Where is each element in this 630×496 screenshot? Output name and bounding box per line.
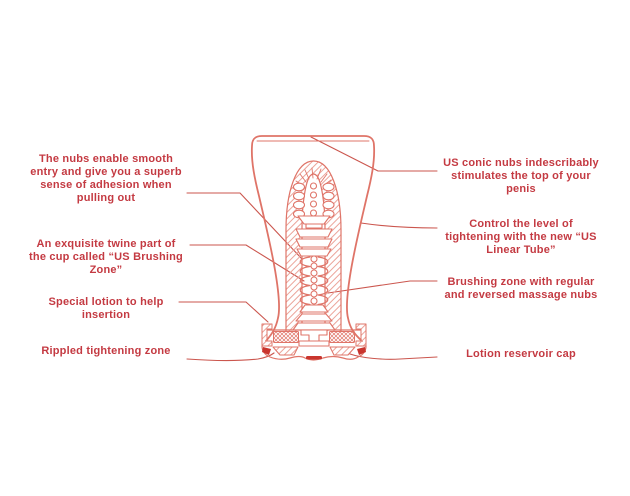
leader-line-us-conic-nubs xyxy=(310,136,438,172)
label-us-brushing-zone: An exquisite twine part of the cup calle… xyxy=(29,238,183,276)
leader-line-us-brushing-zone xyxy=(189,244,305,282)
cap-seal-center xyxy=(306,356,322,360)
cap-seal-left xyxy=(262,347,271,355)
sleeve-outer-outline xyxy=(285,160,342,332)
cap-center-flange xyxy=(298,340,330,347)
outer-cup-outline xyxy=(250,135,376,342)
outer-cup xyxy=(250,135,376,342)
label-lotion-reservoir-cap: Lotion reservoir cap xyxy=(466,348,576,360)
sleeve-channel-outline xyxy=(301,173,326,332)
leader-line-nubs-adhesion xyxy=(186,192,303,260)
leader-line-special-lotion xyxy=(178,301,269,323)
label-special-lotion: Special lotion to help insertion xyxy=(48,296,164,321)
cap-center-spool xyxy=(300,329,328,342)
lotion-reservoir-cap-assembly xyxy=(261,323,367,361)
label-us-conic-nubs: US conic nubs indescribably stimulates t… xyxy=(443,157,599,195)
cap-left-bracket xyxy=(261,323,273,347)
label-rippled-tightening-zone: Rippled tightening zone xyxy=(41,345,171,357)
inner-sleeve xyxy=(285,160,342,332)
leader-lines xyxy=(178,136,438,362)
cap-bottom-outline xyxy=(261,345,367,361)
cap-wedge-left xyxy=(272,346,299,356)
upper-bellows-discs xyxy=(295,215,333,257)
label-nubs-adhesion: The nubs enable smooth entry and give yo… xyxy=(30,153,182,204)
leader-line-brushing-zone xyxy=(327,280,438,294)
cap-crosshatch-left xyxy=(273,331,299,343)
label-brushing-zone: Brushing zone with regular and reversed … xyxy=(444,276,598,301)
label-us-linear-tube: Control the level of tightening with the… xyxy=(445,218,597,256)
brushing-zone-ribs xyxy=(299,255,329,306)
cap-wedge-right xyxy=(329,346,356,356)
cap-crosshatch-right xyxy=(329,331,355,343)
upper-massage-nubs xyxy=(292,182,335,219)
cap-seal-right xyxy=(357,347,366,355)
rippled-tightening-bellows xyxy=(292,304,336,331)
cap-right-bracket xyxy=(355,323,367,347)
leader-line-rippled-tightening-zone xyxy=(186,352,275,362)
leader-line-us-linear-tube xyxy=(360,222,438,229)
leader-line-lotion-reservoir-cap xyxy=(349,353,438,360)
